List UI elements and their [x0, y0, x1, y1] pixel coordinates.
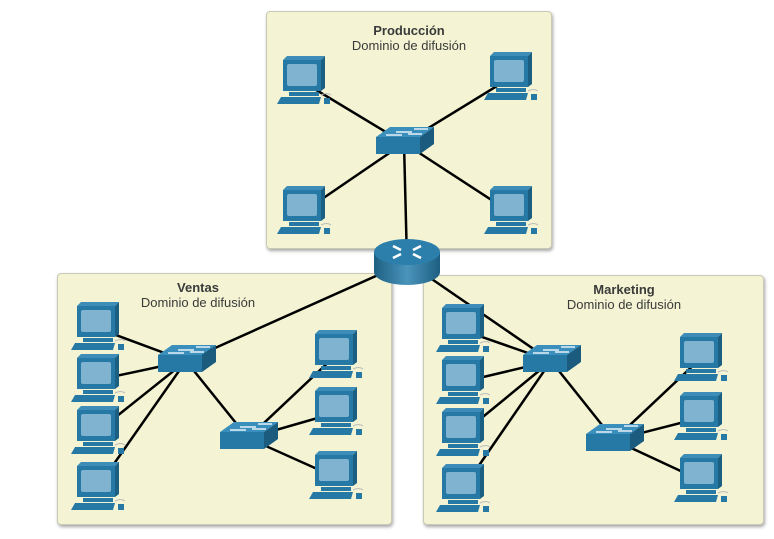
pc-icon[interactable] [276, 185, 332, 235]
switch-icon[interactable] [522, 344, 582, 373]
router-icon [392, 244, 422, 260]
domain-ventas-label: Ventas Dominio de difusión [118, 280, 278, 310]
pc-icon[interactable] [673, 332, 729, 382]
pc-icon[interactable] [435, 407, 491, 457]
pc-icon[interactable] [673, 391, 729, 441]
pc-icon[interactable] [673, 453, 729, 503]
link [185, 260, 408, 363]
pc-icon[interactable] [308, 450, 364, 500]
pc-icon[interactable] [435, 463, 491, 513]
domain-title: Marketing [593, 282, 655, 297]
pc-icon[interactable] [70, 405, 126, 455]
domain-title: Producción [373, 23, 445, 38]
pc-icon[interactable] [276, 55, 332, 105]
switch-icon[interactable] [585, 423, 645, 452]
pc-icon[interactable] [435, 303, 491, 353]
pc-icon[interactable] [308, 386, 364, 436]
pc-icon[interactable] [308, 329, 364, 379]
switch-icon[interactable] [219, 421, 279, 450]
domain-subtitle: Dominio de difusión [566, 297, 682, 312]
pc-icon[interactable] [70, 353, 126, 403]
pc-icon[interactable] [483, 185, 539, 235]
switch-icon[interactable] [375, 126, 435, 155]
pc-icon[interactable] [483, 51, 539, 101]
domain-subtitle: Dominio de difusión [351, 38, 467, 53]
domain-produccion-label: Producción Dominio de difusión [267, 23, 551, 53]
domain-subtitle: Dominio de difusión [140, 295, 256, 310]
pc-icon[interactable] [70, 301, 126, 351]
domain-marketing-label: Marketing Dominio de difusión [544, 282, 704, 312]
domain-title: Ventas [177, 280, 219, 295]
router[interactable] [374, 239, 440, 285]
pc-icon[interactable] [70, 461, 126, 511]
pc-icon[interactable] [435, 355, 491, 405]
switch-icon[interactable] [157, 344, 217, 373]
